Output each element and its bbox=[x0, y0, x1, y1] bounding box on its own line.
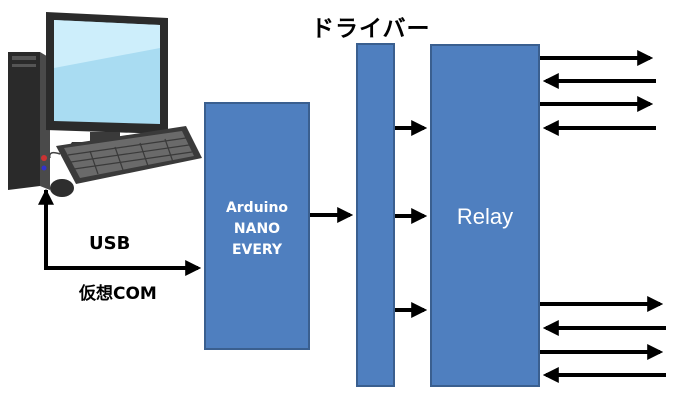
driver-title: ドライバー bbox=[311, 16, 431, 42]
relay-label: Relay bbox=[456, 204, 514, 229]
arduino-nano-every-block: Arduino NANO EVERY bbox=[204, 102, 310, 350]
arduino-label-line1: Arduino bbox=[225, 200, 289, 216]
arduino-label-line2: NANO bbox=[233, 221, 281, 237]
virtual-com-label: 仮想COM bbox=[79, 284, 157, 304]
desktop-computer-icon bbox=[8, 12, 202, 197]
keyboard-icon bbox=[56, 126, 202, 184]
arduino-label-line3: EVERY bbox=[231, 242, 283, 258]
pc-tower-icon bbox=[8, 52, 50, 190]
driver-block bbox=[356, 43, 395, 387]
usb-label: USB bbox=[89, 233, 131, 254]
monitor-icon bbox=[46, 12, 168, 148]
relay-block: Relay bbox=[430, 44, 540, 387]
